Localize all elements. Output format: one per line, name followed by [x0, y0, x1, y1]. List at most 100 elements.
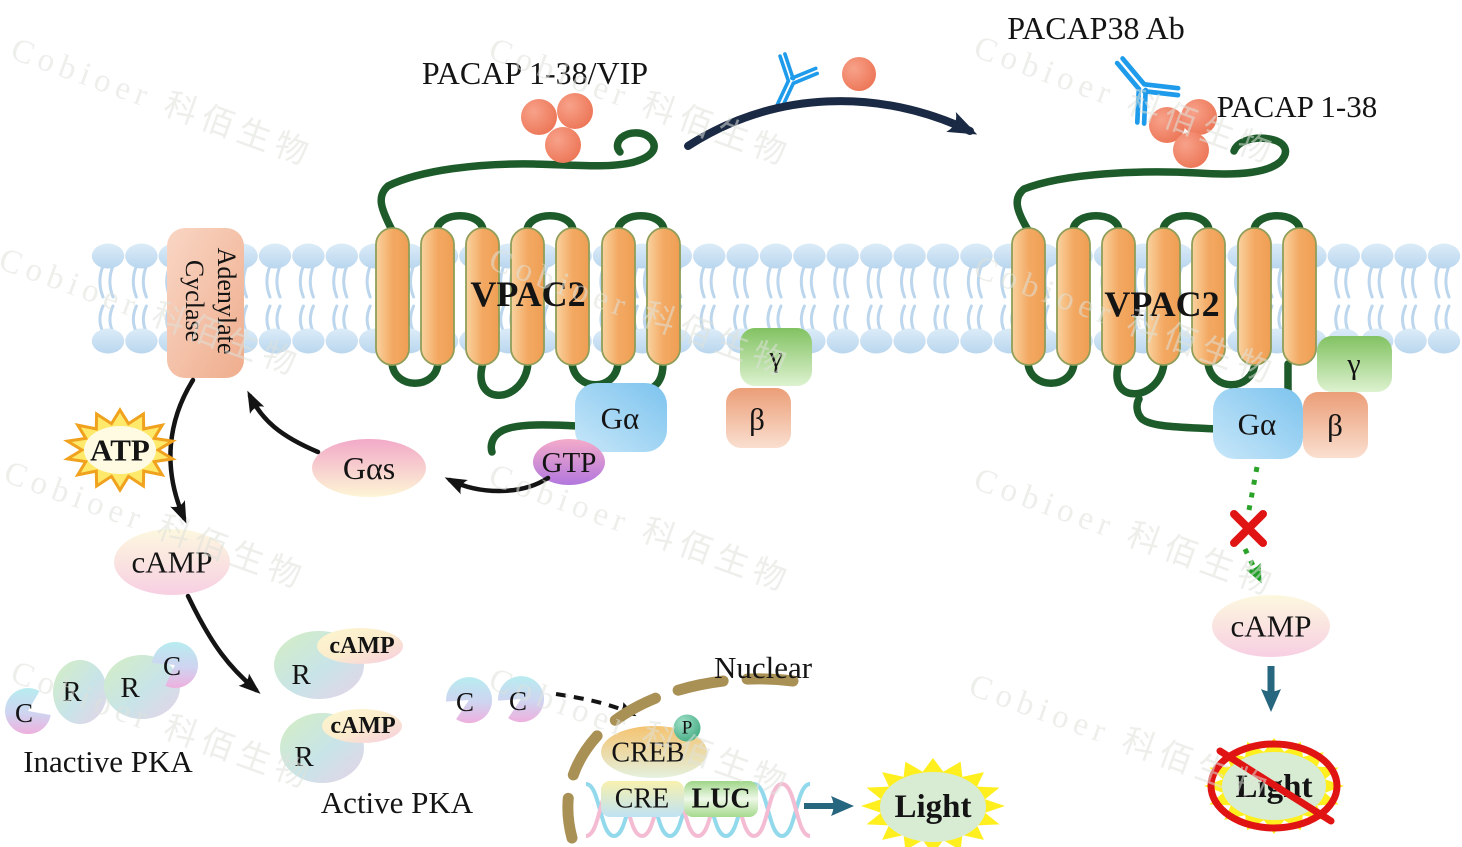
tm-helix — [555, 227, 590, 366]
lipid-head — [125, 328, 158, 354]
g-alpha-s-label: Gαs — [343, 450, 395, 486]
intracellular-loop — [477, 359, 532, 399]
beta-subunit-right — [1303, 392, 1368, 458]
c-label: C — [456, 687, 474, 717]
lipid-head — [826, 243, 859, 269]
antibody-label: PACAP38 Ab — [1007, 10, 1185, 46]
g-alpha-label-right: Gα — [1238, 407, 1277, 442]
lipid-head — [826, 328, 859, 354]
extracellular-loop — [433, 212, 487, 234]
nuclear-envelope — [562, 673, 799, 844]
lipid-head — [926, 328, 960, 354]
lipid-head — [1394, 243, 1427, 269]
arrow-ac-to-camp — [168, 377, 196, 524]
tm-helix — [1237, 227, 1272, 366]
camp-bound — [317, 628, 403, 664]
pka-c-subunit-free — [498, 676, 545, 723]
gtp-label: GTP — [542, 447, 597, 479]
lipid-head — [726, 243, 759, 269]
lipid-head — [960, 243, 993, 269]
r-label: R — [120, 672, 140, 704]
lipid-head — [91, 328, 125, 354]
blocked-signal-dots — [1246, 466, 1260, 511]
lipid-head — [1427, 328, 1461, 354]
lipid-head — [258, 243, 292, 269]
ligands-left — [521, 93, 593, 163]
receptor-right-loops — [1013, 134, 1304, 433]
light-center-left — [880, 772, 986, 842]
blocked-x-icon — [1230, 510, 1267, 547]
gamma-subunit-left — [740, 328, 812, 386]
extracellular-loop — [1250, 212, 1304, 234]
inactive-pka-label: Inactive PKA — [23, 744, 193, 779]
inactive-pka: R R C C Inactive PKA — [5, 641, 199, 779]
arrow-gas-to-ac — [247, 390, 321, 455]
extracellular-loop — [1069, 212, 1123, 234]
gtp — [533, 439, 605, 485]
tm-helix — [1101, 227, 1136, 366]
tm-helix — [601, 227, 636, 366]
lipid-head — [1361, 243, 1394, 269]
lipid-head — [960, 328, 993, 354]
lipid-head — [91, 243, 125, 269]
beta-subunit-left — [726, 388, 791, 448]
tm-helix — [1191, 227, 1226, 366]
intracellular-loop — [1204, 359, 1259, 389]
lipid-head — [893, 243, 926, 269]
receptor-right-helices — [1011, 227, 1317, 366]
extracellular-loop — [523, 212, 577, 234]
c-label: C — [15, 698, 33, 728]
tm-helix — [1011, 227, 1046, 366]
lipid-head — [793, 243, 826, 269]
intracellular-loop — [568, 359, 622, 389]
ligand-label-left: PACAP 1-38/VIP — [422, 55, 648, 91]
atp-starburst-center — [84, 426, 156, 474]
extracellular-loop — [614, 212, 668, 234]
n-terminus-right — [1013, 134, 1290, 234]
camp-bound — [322, 709, 402, 743]
ligand-label-right: PACAP 1-38 — [1217, 89, 1378, 124]
intracellular-loop — [1024, 359, 1078, 387]
tm-helix — [420, 227, 455, 366]
lipid-head — [125, 243, 158, 269]
r-label: R — [294, 741, 314, 773]
atp-label: ATP — [90, 433, 150, 468]
lipid-head — [1394, 328, 1427, 354]
ligands-right — [1149, 99, 1217, 168]
beta-label-left: β — [749, 402, 765, 437]
lipid-head — [693, 243, 726, 269]
creb-label: CREB — [611, 738, 684, 769]
g-alpha-left — [575, 383, 667, 452]
lipid-head — [926, 243, 960, 269]
lipid-head — [1327, 243, 1361, 269]
camp-label-right: cAMP — [1231, 609, 1312, 644]
light-label-left: Light — [894, 789, 971, 825]
gamma-subunit-right — [1317, 336, 1392, 392]
r-label: R — [291, 659, 311, 691]
tm-helix — [510, 227, 545, 366]
camp-left — [114, 529, 230, 595]
extracellular-loop — [1159, 212, 1213, 234]
camp-bound-label: cAMP — [330, 713, 395, 739]
tm-helix — [646, 227, 681, 366]
receptor-left-label: VPAC2 — [470, 274, 585, 314]
c-terminus-tail-left — [487, 421, 581, 456]
cre-label: CRE — [615, 784, 669, 815]
cre-element — [601, 781, 684, 817]
active-pka-label: Active PKA — [321, 785, 474, 820]
pka-r-subunit — [104, 655, 180, 719]
tm-helix — [1282, 227, 1317, 366]
pacap-ligand — [1149, 107, 1185, 143]
tm-helix — [1056, 227, 1091, 366]
tm-helix — [375, 227, 410, 366]
adenylate-cyclase-label: AdenylateCyclase — [181, 248, 242, 355]
arrow-camp-to-pka — [185, 593, 261, 694]
pacap-ligand — [557, 93, 593, 129]
c-label: C — [509, 686, 527, 716]
lipid-head — [693, 328, 726, 354]
lipid-head — [860, 243, 893, 269]
pacap-ligand — [545, 127, 581, 163]
camp-right — [1212, 595, 1330, 657]
inhibition-transition-arrow — [684, 97, 978, 150]
